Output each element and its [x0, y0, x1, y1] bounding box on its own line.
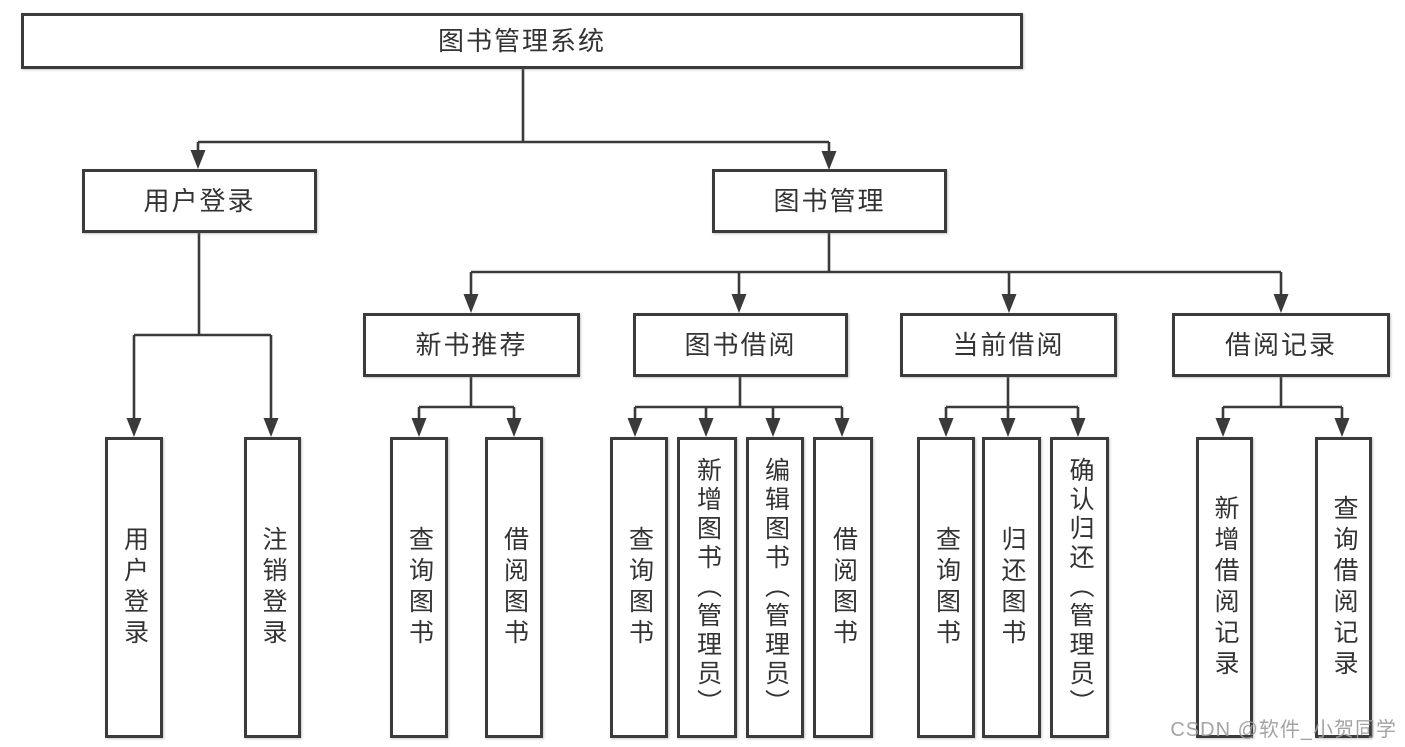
arrow-head [1070, 418, 1086, 437]
csdn-watermark: CSDN @软件_小贺同学 [1170, 719, 1397, 741]
leaf-current-confirm-return-label: 确认归还（管理员） [1066, 457, 1094, 718]
arrow-head [1000, 418, 1016, 437]
leaf-borrow-add-books-label: 新增图书（管理员） [693, 457, 722, 718]
node-book-borrow-label: 图书借阅 [684, 330, 797, 360]
node-current-borrow: 当前借阅 [900, 313, 1117, 377]
connector-book-mgmt [469, 233, 1283, 297]
arrow-head [627, 418, 643, 437]
node-root: 图书管理系统 [21, 13, 1023, 69]
connector-borrow-record [1221, 377, 1344, 421]
leaf-borrow-add-books: 新增图书（管理员） [677, 437, 737, 738]
connector-user-login [132, 232, 273, 421]
leaf-current-query-books: 查询图书 [917, 437, 975, 738]
leaf-current-query-books-label: 查询图书 [932, 525, 961, 650]
arrow-head [698, 418, 714, 437]
arrow-head [731, 294, 747, 313]
leaf-newrec-query-books: 查询图书 [390, 437, 448, 738]
arrow-head [1334, 418, 1350, 437]
leaf-borrow-borrow-books-label: 借阅图书 [829, 525, 858, 650]
node-book-borrow: 图书借阅 [633, 313, 848, 377]
leaf-current-return-books-label: 归还图书 [998, 525, 1026, 650]
arrow-head [834, 418, 850, 437]
arrow-head [506, 418, 522, 437]
leaf-borrow-query-books-label: 查询图书 [625, 525, 654, 650]
leaf-current-confirm-return: 确认归还（管理员） [1050, 437, 1109, 738]
leaf-record-query-record: 查询借阅记录 [1315, 437, 1372, 738]
arrow-head [1001, 294, 1017, 313]
node-book-mgmt-label: 图书管理 [773, 186, 886, 216]
connector-root [196, 69, 831, 153]
connector-new-book-rec [417, 377, 516, 421]
arrow-head [126, 418, 142, 437]
leaf-logout-label: 注销登录 [259, 525, 287, 650]
arrow-head [1273, 294, 1289, 313]
node-book-mgmt: 图书管理 [712, 169, 947, 233]
leaf-newrec-query-books-label: 查询图书 [405, 525, 434, 650]
leaf-user-login: 用户登录 [105, 437, 163, 738]
arrow-head [263, 418, 279, 437]
leaf-borrow-borrow-books: 借阅图书 [813, 437, 873, 738]
leaf-newrec-borrow-books: 借阅图书 [485, 437, 543, 738]
leaf-borrow-edit-books-label: 编辑图书（管理员） [761, 457, 790, 718]
arrow-head [190, 150, 206, 169]
arrow-head [765, 418, 781, 437]
leaf-user-login-label: 用户登录 [120, 525, 149, 650]
node-user-login-label: 用户登录 [143, 186, 256, 216]
connector-current-borrow [944, 377, 1080, 421]
node-new-book-rec-label: 新书推荐 [415, 330, 528, 360]
arrow-head [938, 418, 954, 437]
node-user-login: 用户登录 [82, 169, 317, 233]
node-new-book-rec: 新书推荐 [363, 313, 580, 377]
arrow-head [821, 151, 837, 170]
leaf-newrec-borrow-books-label: 借阅图书 [500, 525, 529, 650]
leaf-record-add-record-label: 新增借阅记录 [1211, 494, 1239, 681]
leaf-borrow-query-books: 查询图书 [610, 437, 668, 738]
arrow-head [463, 294, 479, 313]
arrow-head [1215, 418, 1231, 437]
leaf-record-query-record-label: 查询借阅记录 [1330, 494, 1358, 681]
leaf-borrow-edit-books: 编辑图书（管理员） [746, 437, 804, 738]
leaf-logout: 注销登录 [244, 437, 301, 738]
arrow-head [411, 418, 427, 437]
connector-book-borrow [633, 377, 844, 421]
leaf-current-return-books: 归还图书 [982, 437, 1041, 738]
node-borrow-record: 借阅记录 [1172, 313, 1390, 377]
leaf-record-add-record: 新增借阅记录 [1196, 437, 1253, 738]
node-root-label: 图书管理系统 [437, 26, 606, 56]
node-current-borrow-label: 当前借阅 [952, 330, 1065, 360]
node-borrow-record-label: 借阅记录 [1224, 330, 1337, 360]
